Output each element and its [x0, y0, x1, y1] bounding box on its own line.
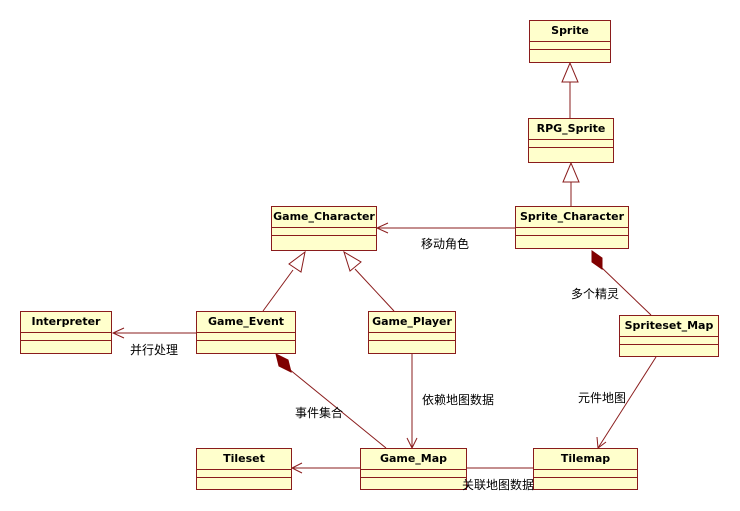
class-game-character[interactable]: Game_Character [271, 206, 377, 251]
attributes-compartment [530, 42, 610, 50]
class-sprite-character[interactable]: Sprite_Character [515, 206, 629, 249]
attributes-compartment [272, 228, 376, 236]
class-spriteset-map[interactable]: Spriteset_Map [619, 315, 719, 357]
attributes-compartment [620, 337, 718, 345]
label-tile-map: 元件地图 [578, 391, 627, 405]
operations-compartment [516, 236, 628, 243]
label-event-collection: 事件集合 [295, 406, 344, 420]
generalization-arrowhead [343, 250, 362, 272]
attributes-compartment [529, 140, 613, 148]
composition-diamond [591, 250, 603, 270]
attributes-compartment [197, 333, 295, 341]
generalization-arrowhead [288, 250, 306, 273]
label-parallel-processing: 并行处理 [130, 343, 179, 357]
operations-compartment [21, 341, 111, 348]
class-name: Game_Character [272, 207, 376, 228]
class-name: Tilemap [534, 449, 637, 470]
generalization-game-player-to-game-character [354, 268, 395, 312]
class-tilemap[interactable]: Tilemap [533, 448, 638, 490]
attributes-compartment [21, 333, 111, 341]
label-depends-map-data: 依赖地图数据 [422, 393, 495, 407]
generalization-arrowhead [561, 61, 579, 83]
association-arrowhead [111, 327, 125, 339]
class-name: Sprite [530, 21, 610, 42]
operations-compartment [197, 478, 291, 485]
label-move-character: 移动角色 [421, 237, 470, 251]
operations-compartment [529, 148, 613, 155]
class-name: Tileset [197, 449, 291, 470]
attributes-compartment [516, 228, 628, 236]
label-multi-sprites: 多个精灵 [571, 287, 620, 301]
operations-compartment [272, 236, 376, 243]
operations-compartment [197, 341, 295, 348]
class-rpg-sprite[interactable]: RPG_Sprite [528, 118, 614, 163]
attributes-compartment [197, 470, 291, 478]
class-name: Interpreter [21, 312, 111, 333]
class-game-player[interactable]: Game_Player [368, 311, 456, 354]
composition-diamond [275, 353, 292, 373]
class-game-map[interactable]: Game_Map [360, 448, 467, 490]
association-spriteset-map-to-tilemap [597, 356, 657, 449]
class-name: RPG_Sprite [529, 119, 613, 140]
generalization-game-event-to-game-character [262, 269, 294, 312]
operations-compartment [534, 478, 637, 485]
association-arrowhead [290, 462, 303, 474]
class-sprite[interactable]: Sprite [529, 20, 611, 63]
class-name: Game_Event [197, 312, 295, 333]
class-interpreter[interactable]: Interpreter [20, 311, 112, 354]
attributes-compartment [361, 470, 466, 478]
class-name: Spriteset_Map [620, 316, 718, 337]
label-associate-map-data: 关联地图数据 [462, 478, 535, 492]
association-arrowhead [375, 222, 389, 234]
class-name: Sprite_Character [516, 207, 628, 228]
generalization-arrowhead [562, 161, 580, 183]
class-tileset[interactable]: Tileset [196, 448, 292, 490]
operations-compartment [361, 478, 466, 485]
composition-game-map-to-game-event [288, 368, 387, 449]
composition-spriteset-map-to-sprite-character [600, 266, 652, 316]
class-game-event[interactable]: Game_Event [196, 311, 296, 354]
operations-compartment [620, 345, 718, 352]
attributes-compartment [534, 470, 637, 478]
class-name: Game_Map [361, 449, 466, 470]
class-name: Game_Player [369, 312, 455, 333]
attributes-compartment [369, 333, 455, 341]
operations-compartment [369, 341, 455, 348]
operations-compartment [530, 50, 610, 57]
